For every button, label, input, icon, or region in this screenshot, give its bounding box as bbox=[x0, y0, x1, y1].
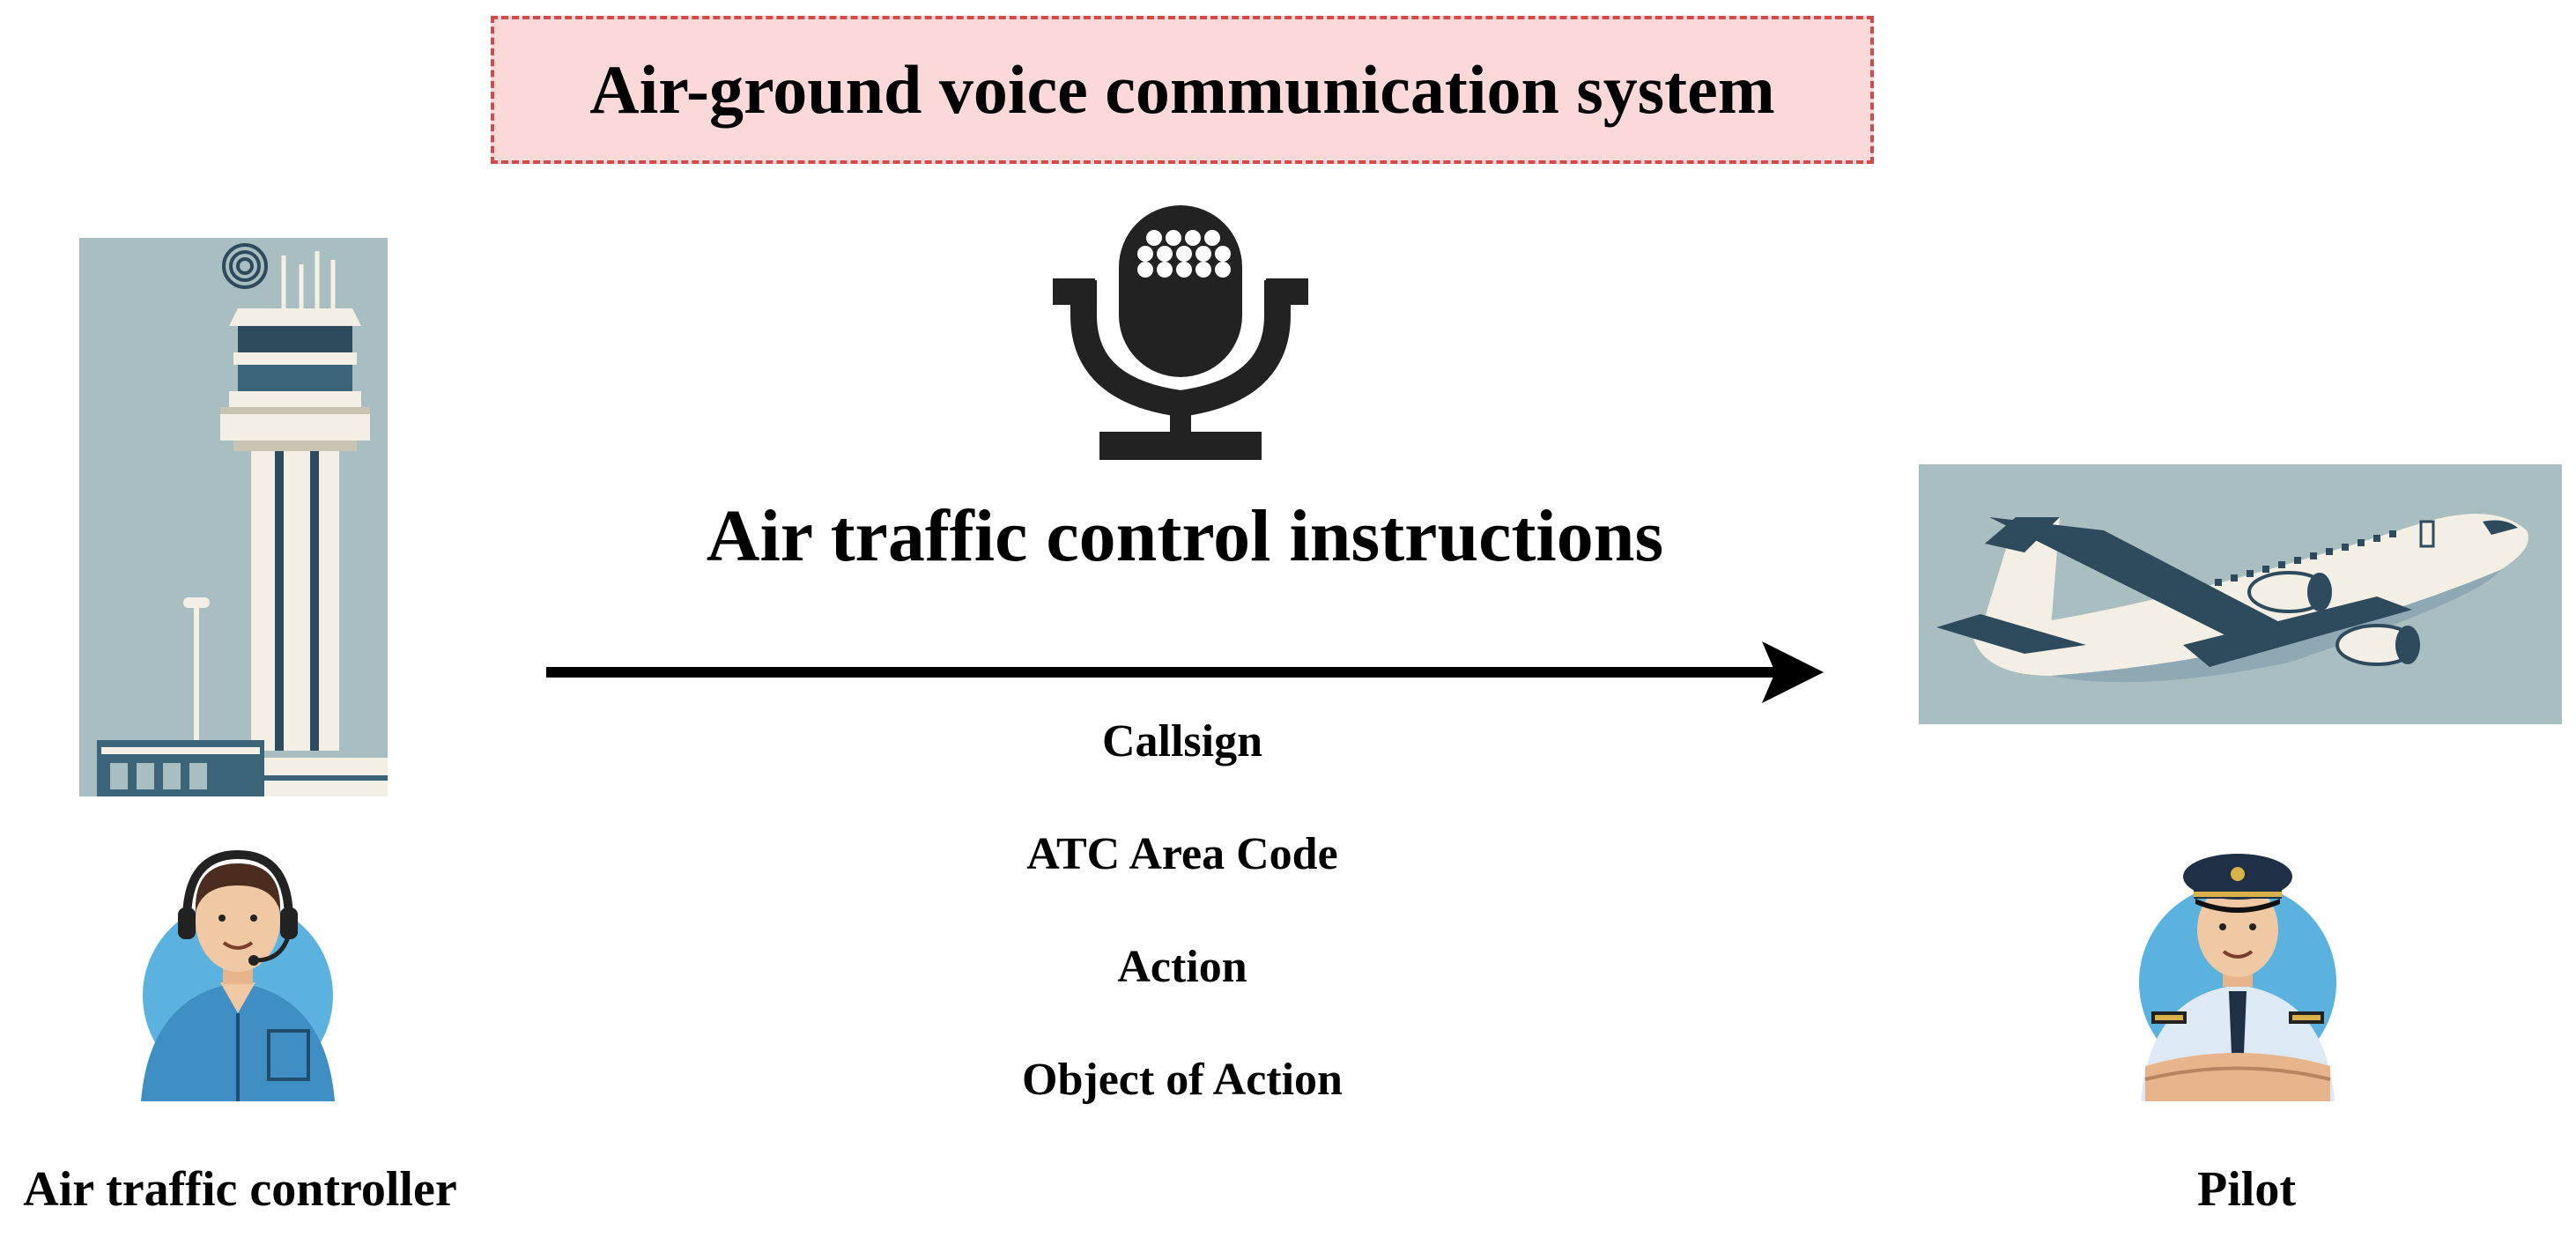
instruction-part-area-code: ATC Area Code bbox=[1026, 829, 1338, 879]
title-box: Air-ground voice communication system bbox=[491, 16, 1874, 164]
control-tower-illustration bbox=[79, 238, 388, 796]
instruction-heading: Air traffic control instructions bbox=[706, 495, 1664, 577]
diagram-title: Air-ground voice communication system bbox=[589, 51, 1775, 128]
controller-label: Air traffic controller bbox=[23, 1162, 457, 1217]
microphone-icon bbox=[1048, 201, 1313, 465]
instruction-part-action: Action bbox=[1117, 942, 1247, 992]
controller-avatar bbox=[132, 837, 344, 1101]
airplane-illustration bbox=[1919, 464, 2562, 724]
instruction-part-object: Object of Action bbox=[1022, 1055, 1343, 1105]
instruction-part-callsign: Callsign bbox=[1101, 716, 1263, 767]
pilot-avatar bbox=[2132, 837, 2343, 1101]
pilot-label: Pilot bbox=[2197, 1162, 2296, 1217]
arrow-right-icon bbox=[546, 641, 1824, 703]
